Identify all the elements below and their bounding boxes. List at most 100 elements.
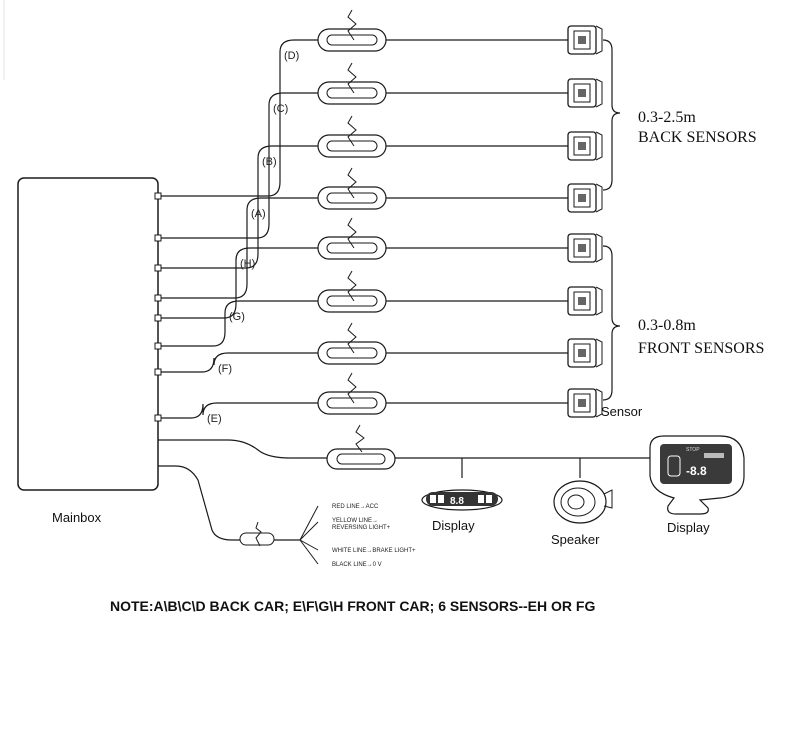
connector-b — [317, 134, 387, 158]
wire-yellow-label: YELLOW LINE→ — [332, 518, 378, 524]
sensor-eye-e — [578, 399, 586, 407]
sensor-face-d — [573, 30, 591, 50]
power-harness — [158, 465, 300, 541]
channel-label-g: (G) — [229, 311, 245, 323]
sensor-eye-d — [578, 36, 586, 44]
speaker — [553, 480, 613, 524]
display-small: 8.8 — [421, 489, 503, 511]
display-bus — [158, 439, 650, 459]
note-text: NOTE:A\B\C\D BACK CAR; E\F\G\H FRONT CAR… — [110, 598, 595, 614]
channel-wire-g — [158, 300, 568, 347]
connector-g — [317, 289, 387, 313]
display-bus-coupler — [326, 424, 396, 470]
display-small-label: Display — [432, 518, 475, 533]
sensor-ring-g — [595, 286, 603, 316]
connector-a — [317, 186, 387, 210]
connector-twist-e — [347, 372, 357, 404]
mainbox-port-c — [154, 234, 162, 242]
wire-yellow-label-2: REVERSING LIGHT+ — [332, 525, 391, 531]
sensor-ring-f — [595, 338, 603, 368]
connector-h — [317, 236, 387, 260]
sensor-label: Sensor — [601, 404, 643, 419]
mainbox-port-h — [154, 314, 162, 322]
sensor-face-h — [573, 238, 591, 258]
connector-inner-d — [326, 34, 378, 46]
channel-label-h: (H) — [240, 258, 255, 270]
channel-wire-c — [158, 92, 568, 239]
channel-wire-b — [158, 145, 568, 269]
connector-inner-e — [326, 397, 378, 409]
sensor-ring-d — [595, 25, 603, 55]
connector-twist-a — [347, 167, 357, 199]
back-sensors-bracket — [602, 39, 621, 191]
sensor-eye-c — [578, 89, 586, 97]
back-sensors-range: 0.3-2.5m — [638, 109, 696, 126]
connector-f — [317, 341, 387, 365]
sensor-eye-f — [578, 349, 586, 357]
front-sensors-bracket — [602, 245, 621, 401]
mainbox-label: Mainbox — [52, 510, 102, 525]
sensor-channels: (D)(C)(B)(A)(H)(G)(F)(E) — [154, 9, 603, 425]
channel-wire-a — [158, 197, 568, 299]
connector-inner-f — [326, 347, 378, 359]
yellow-wire — [299, 521, 319, 541]
mainbox-port-b — [154, 264, 162, 272]
channel-label-d: (D) — [284, 50, 299, 62]
display-large: STOP -8.8 — [649, 435, 745, 515]
sensor-ring-c — [595, 78, 603, 108]
display-large-header: STOP — [686, 447, 700, 453]
red-wire — [299, 505, 319, 541]
sensor-face-c — [573, 83, 591, 103]
channel-wire-f — [158, 352, 568, 373]
connector-inner-b — [326, 140, 378, 152]
speaker-label: Speaker — [551, 532, 600, 547]
wire-white-label: WHITE LINE→BRAKE LIGHT+ — [332, 548, 416, 554]
channel-label-e: (E) — [207, 413, 222, 425]
power-harness-fuse — [239, 521, 275, 547]
channel-label-a: (A) — [251, 208, 266, 220]
connector-inner-h — [326, 242, 378, 254]
mainbox — [17, 177, 159, 491]
wire-red-label: RED LINE→ACC — [332, 504, 379, 510]
wire-black-label: BLACK LINE→0 V — [332, 562, 382, 568]
sensor-ring-h — [595, 233, 603, 263]
channel-label-f: (F) — [218, 363, 232, 375]
mainbox-port-e — [154, 414, 162, 422]
connector-d — [317, 28, 387, 52]
black-wire — [299, 539, 319, 565]
connector-inner-g — [326, 295, 378, 307]
channel-wire-e — [158, 402, 568, 419]
channel-label-b: (B) — [262, 156, 277, 168]
channel-wire-h — [158, 247, 568, 319]
sensor-face-f — [573, 343, 591, 363]
connector-twist-b — [347, 115, 357, 147]
mainbox-port-a — [154, 294, 162, 302]
sensor-face-g — [573, 291, 591, 311]
mainbox-port-d — [154, 192, 162, 200]
sensor-ring-b — [595, 131, 603, 161]
sensor-eye-a — [578, 194, 586, 202]
connector-twist-h — [347, 217, 357, 249]
sensor-ring-e — [595, 388, 603, 418]
connector-inner-a — [326, 192, 378, 204]
sensor-ring-a — [595, 183, 603, 213]
display-large-label: Display — [667, 520, 710, 535]
connector-e — [317, 391, 387, 415]
connector-twist-d — [347, 9, 357, 41]
display-small-readout: 8.8 — [450, 496, 464, 507]
front-sensors-range: 0.3-0.8m — [638, 317, 696, 334]
display-large-readout: -8.8 — [686, 464, 707, 478]
connector-inner-c — [326, 87, 378, 99]
connector-c — [317, 81, 387, 105]
sensor-eye-h — [578, 244, 586, 252]
mainbox-port-g — [154, 342, 162, 350]
connector-twist-g — [347, 270, 357, 302]
sensor-face-e — [573, 393, 591, 413]
white-wire — [299, 539, 319, 551]
sensor-face-b — [573, 136, 591, 156]
sensor-face-a — [573, 188, 591, 208]
front-sensors-label: FRONT SENSORS — [638, 340, 764, 357]
back-sensors-label: BACK SENSORS — [638, 129, 757, 146]
channel-wire-d — [158, 39, 568, 197]
